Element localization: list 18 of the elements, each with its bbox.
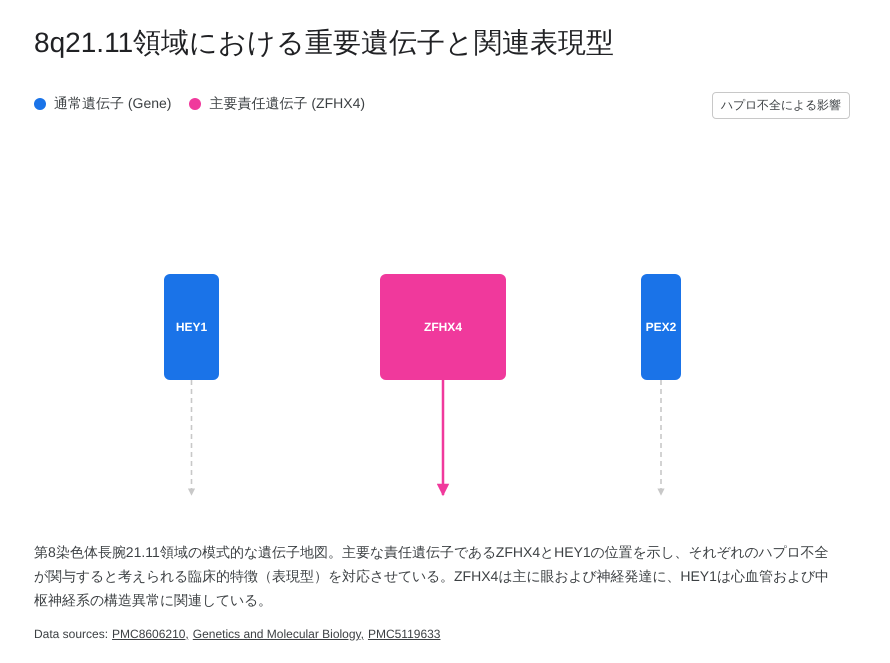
caption: 第8染色体長腕21.11領域の模式的な遺伝子地図。主要な責任遺伝子であるZFHX4とHEY1の位置を示し、それぞれのハプロ不全が関与すると考えられる臨床的特徴（表現型）を対応させている。ZFHX4は主に眼および神経発達に、HEY1は心血管および中枢神経系の構造異常に関連している。	[34, 543, 830, 610]
sources-label: Data sources:	[34, 627, 108, 641]
source-link: PMC8606210,	[112, 627, 189, 641]
gene-box	[641, 274, 681, 380]
source-link: PMC5119633	[368, 627, 440, 641]
source-link: Genetics and Molecular Biology,	[192, 627, 364, 641]
gene-name: ZFHX4	[424, 320, 462, 334]
gene-name: PEX2	[646, 320, 676, 334]
arrow	[657, 380, 665, 496]
diagram-title: 8q21.11領域における重要遺伝子と関連表現型	[34, 26, 614, 60]
arrow	[188, 380, 196, 496]
legend-label: 主要責任遺伝子 (ZFHX4)	[209, 95, 366, 113]
legend-label: 通常遺伝子 (Gene)	[54, 95, 172, 113]
gene-name: HEY1	[176, 320, 208, 334]
gene-box	[164, 274, 219, 380]
gene-box	[380, 274, 506, 380]
toggle-button: ハプロ不全による影響	[712, 92, 850, 119]
arrow	[436, 380, 450, 496]
